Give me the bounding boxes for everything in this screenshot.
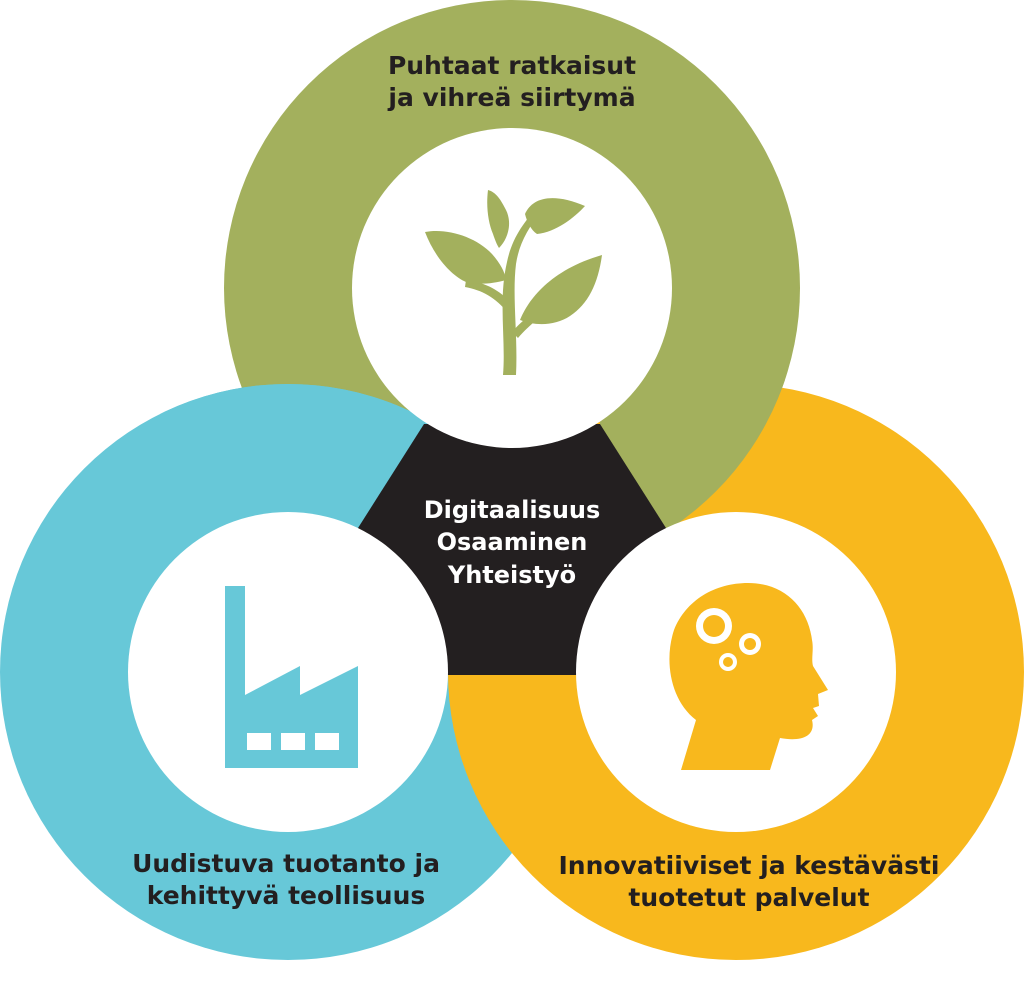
blue-segment-label: Uudistuva tuotanto ja kehittyvä teollisu… bbox=[86, 848, 486, 912]
center-label: Digitaalisuus Osaaminen Yhteistyö bbox=[392, 494, 632, 591]
head-gears-icon bbox=[669, 583, 828, 770]
center-line3: Yhteistyö bbox=[447, 560, 577, 589]
center-line2: Osaaminen bbox=[436, 528, 588, 557]
factory-icon bbox=[225, 586, 358, 768]
center-line1: Digitaalisuus bbox=[423, 496, 601, 524]
yellow-label-line2: tuotetut palvelut bbox=[628, 882, 870, 912]
plant-icon bbox=[425, 190, 602, 375]
green-label-line1: Puhtaat ratkaisut bbox=[387, 51, 637, 80]
green-segment-label: Puhtaat ratkaisut ja vihreä siirtymä bbox=[312, 50, 712, 114]
yellow-label-line1: Innovatiiviset ja kestävästi bbox=[558, 851, 940, 880]
green-label-line2: ja vihreä siirtymä bbox=[388, 82, 636, 112]
blue-label-line1: Uudistuva tuotanto ja bbox=[132, 849, 440, 878]
blue-label-line2: kehittyvä teollisuus bbox=[146, 880, 426, 910]
yellow-segment-label: Innovatiiviset ja kestävästi tuotetut pa… bbox=[515, 850, 983, 914]
blue-inner-disc bbox=[128, 512, 448, 832]
